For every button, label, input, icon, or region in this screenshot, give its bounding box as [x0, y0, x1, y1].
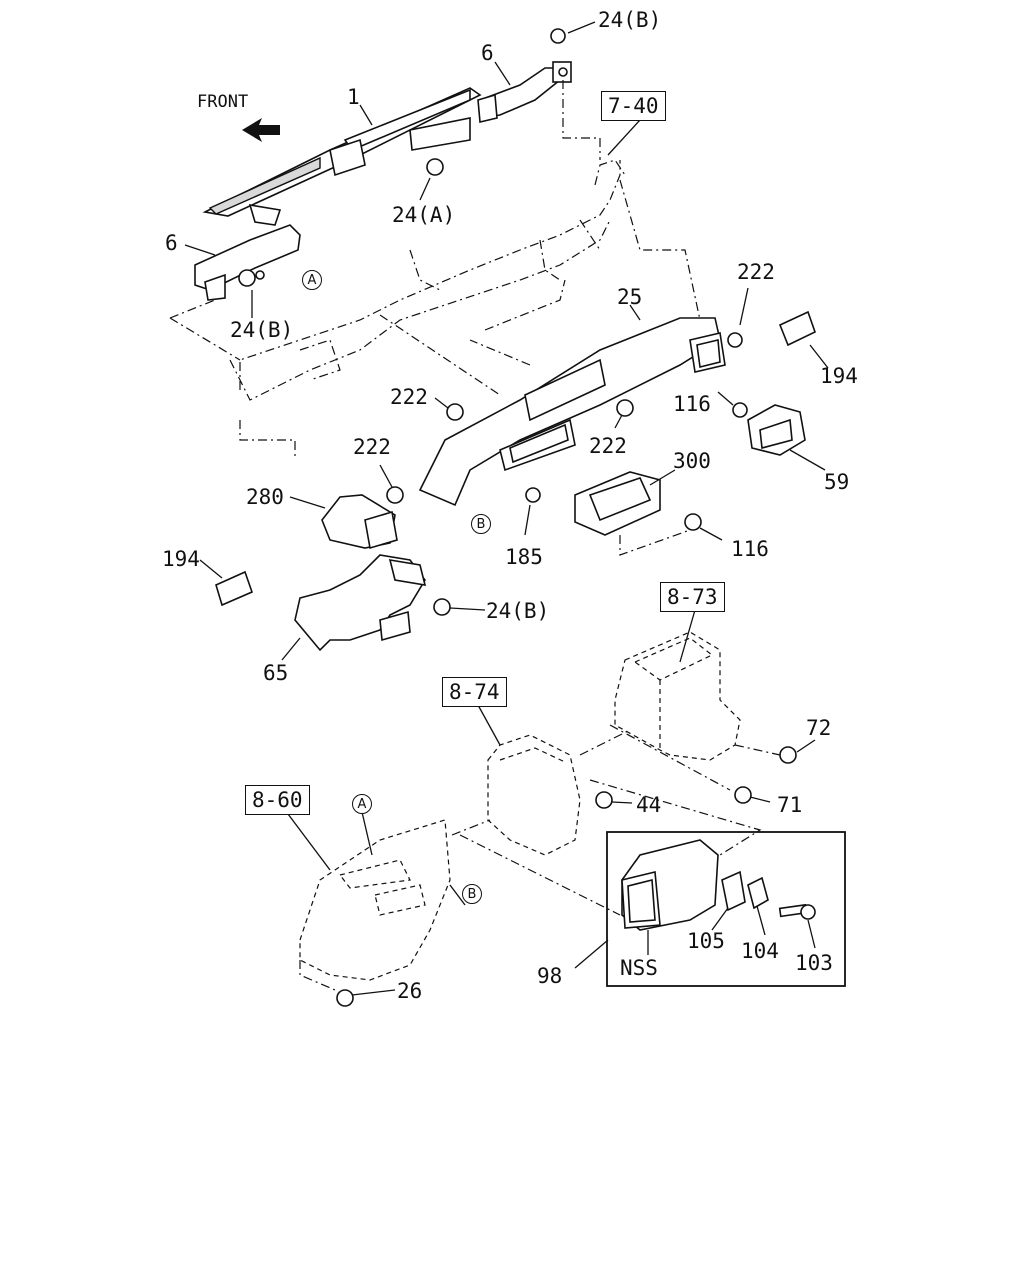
- part-104-plate: [747, 876, 769, 910]
- ref-7-40[interactable]: 7-40: [601, 91, 666, 121]
- part-105-gasket: [721, 870, 746, 912]
- part-label-nss: NSS: [620, 956, 658, 980]
- part-label-104: 104: [741, 939, 779, 963]
- ref-8-60[interactable]: 8-60: [245, 785, 310, 815]
- part-194-left-cap: [215, 570, 254, 607]
- part-59-bracket: [747, 404, 806, 456]
- assembly-8-74-module: [487, 734, 581, 856]
- part-label-116-right: 116: [673, 392, 711, 416]
- part-label-194-left: 194: [162, 547, 200, 571]
- part-label-6-left: 6: [165, 231, 178, 255]
- part-label-65: 65: [263, 661, 289, 685]
- ref-8-73[interactable]: 8-73: [660, 582, 725, 612]
- part-label-280: 280: [246, 485, 284, 509]
- front-arrow-icon: [242, 118, 280, 142]
- part-label-26: 26: [397, 979, 423, 1003]
- part-280-side-vent: [321, 494, 398, 550]
- part-label-72: 72: [806, 716, 832, 740]
- part-label-222-top: 222: [737, 260, 775, 284]
- marker-a-top: A: [302, 270, 322, 290]
- part-label-59: 59: [824, 470, 850, 494]
- part-label-116-low: 116: [731, 537, 769, 561]
- leader-lines: [184, 21, 829, 996]
- assembly-8-73-housing: [614, 631, 741, 761]
- marker-a-bottom: A: [352, 794, 372, 814]
- part-25-center-duct: [418, 317, 726, 507]
- nss-duct-part: [621, 839, 719, 931]
- part-1-defroster-duct: [202, 87, 482, 226]
- part-label-24b-low: 24(B): [486, 599, 550, 623]
- connection-lines: [169, 80, 781, 991]
- part-label-185: 185: [505, 545, 543, 569]
- part-label-300: 300: [673, 449, 711, 473]
- part-label-24b-top: 24(B): [598, 8, 662, 32]
- part-label-44: 44: [636, 793, 662, 817]
- part-label-24b-left: 24(B): [230, 318, 294, 342]
- part-label-103: 103: [795, 951, 833, 975]
- fastener-icons: [238, 28, 797, 1007]
- part-label-222-mid: 222: [390, 385, 428, 409]
- assembly-8-60-unit: [299, 819, 451, 981]
- part-label-222-left: 222: [353, 435, 391, 459]
- part-label-6-top: 6: [481, 41, 494, 65]
- part-label-222-mid2: 222: [589, 434, 627, 458]
- part-label-105: 105: [687, 929, 725, 953]
- part-label-194-right: 194: [820, 364, 858, 388]
- part-label-71: 71: [777, 793, 803, 817]
- ref-8-74[interactable]: 8-74: [442, 677, 507, 707]
- dash-cross-member: [229, 159, 626, 460]
- part-label-1: 1: [347, 85, 360, 109]
- part-label-24a: 24(A): [392, 203, 456, 227]
- part-300-vent: [574, 471, 661, 536]
- part-103-bolt: [778, 903, 816, 920]
- front-label: FRONT: [197, 92, 249, 112]
- part-194-right-cap: [778, 310, 816, 347]
- part-label-98: 98: [537, 964, 563, 988]
- part-6-top-duct: [477, 61, 572, 123]
- nss-group-frame: [606, 831, 846, 987]
- marker-b-bottom: B: [462, 884, 482, 904]
- part-65-floor-duct: [294, 554, 427, 652]
- part-label-25: 25: [617, 285, 643, 309]
- part-6-left-duct: [194, 224, 301, 301]
- marker-b-top: B: [471, 514, 491, 534]
